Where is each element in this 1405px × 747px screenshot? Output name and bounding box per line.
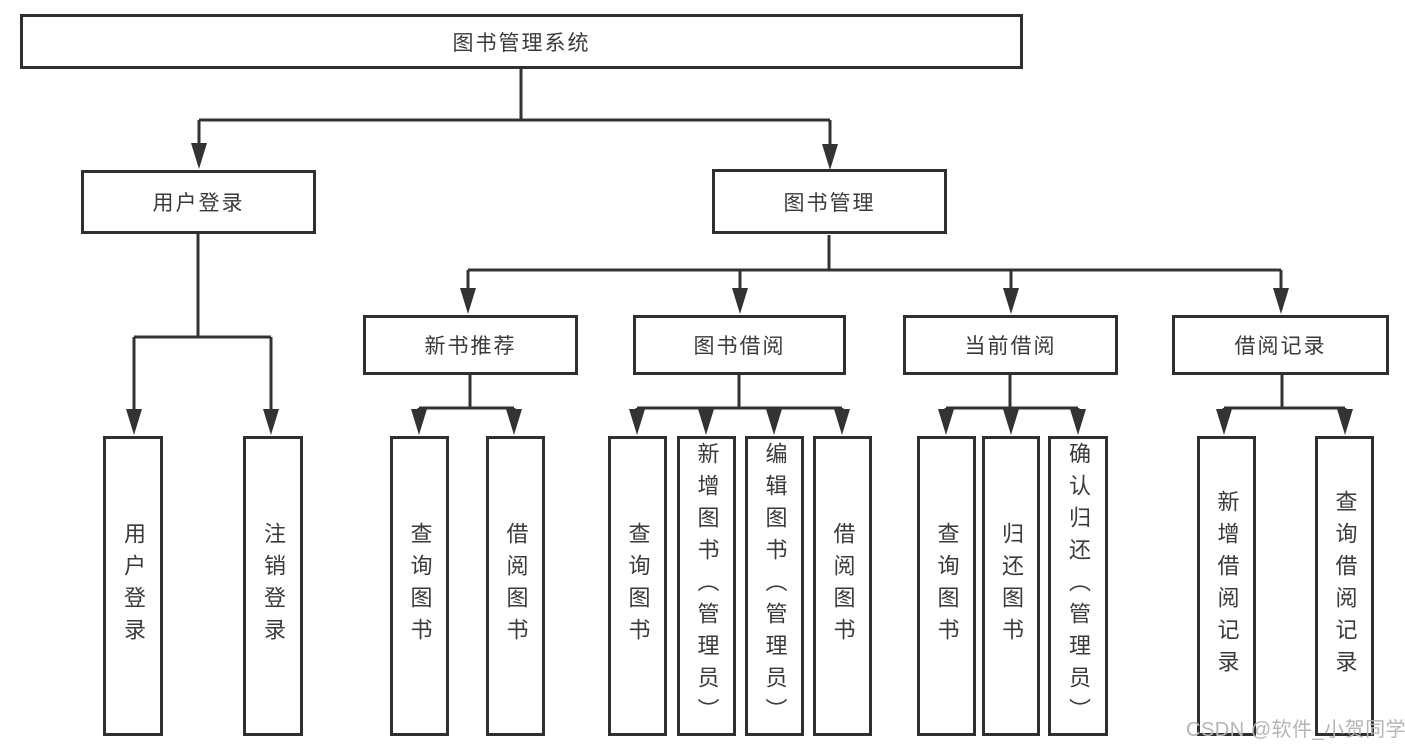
node-user-login-label: 用户登录 — [152, 192, 245, 215]
leaf-query-books-current: 查询图书 — [917, 436, 976, 736]
leaf-return-book: 归还图书 — [982, 436, 1040, 736]
node-root: 图书管理系统 — [20, 14, 1023, 69]
leaf-return-book-label: 归还图书 — [999, 522, 1024, 650]
leaf-query-borrow-record-label: 查询借阅记录 — [1332, 490, 1358, 682]
leaf-query-books-borrow-label: 查询图书 — [625, 522, 651, 650]
leaf-borrow-books-recommend-label: 借阅图书 — [503, 522, 529, 650]
csdn-watermark: CSDN @软件_小贺同学 — [1186, 719, 1405, 741]
leaf-logout-label: 注销登录 — [261, 522, 286, 650]
node-borrow-records: 借阅记录 — [1172, 315, 1389, 375]
leaf-user-login-label: 用户登录 — [121, 522, 146, 650]
leaf-confirm-return-admin-label: 确认归还（管理员） — [1066, 442, 1091, 730]
leaf-query-books-borrow: 查询图书 — [608, 436, 667, 736]
node-root-label: 图书管理系统 — [452, 31, 591, 55]
leaf-borrow-books-borrow: 借阅图书 — [813, 436, 872, 736]
leaf-add-borrow-record-label: 新增借阅记录 — [1214, 490, 1240, 682]
leaf-borrow-books-borrow-label: 借阅图书 — [830, 522, 856, 650]
node-new-book-recommend-label: 新书推荐 — [424, 335, 517, 358]
leaf-query-books-recommend: 查询图书 — [390, 436, 449, 736]
leaf-add-book-admin: 新增图书（管理员） — [677, 436, 736, 736]
leaf-query-borrow-record: 查询借阅记录 — [1315, 436, 1374, 736]
node-book-borrow: 图书借阅 — [633, 315, 846, 375]
leaf-borrow-books-recommend: 借阅图书 — [486, 436, 545, 736]
leaf-add-book-admin-label: 新增图书（管理员） — [694, 442, 720, 730]
leaf-confirm-return-admin: 确认归还（管理员） — [1048, 436, 1108, 736]
leaf-add-borrow-record: 新增借阅记录 — [1197, 436, 1256, 736]
leaf-user-login: 用户登录 — [103, 436, 163, 736]
node-book-management: 图书管理 — [712, 169, 947, 234]
arrowheads — [126, 143, 1353, 435]
leaf-edit-book-admin-label: 编辑图书（管理员） — [762, 442, 788, 730]
node-current-borrow-label: 当前借阅 — [964, 335, 1057, 358]
node-borrow-records-label: 借阅记录 — [1234, 335, 1327, 358]
node-current-borrow: 当前借阅 — [903, 315, 1118, 375]
node-new-book-recommend: 新书推荐 — [363, 315, 578, 375]
leaf-query-books-recommend-label: 查询图书 — [407, 522, 433, 650]
node-book-borrow-label: 图书借阅 — [693, 335, 786, 358]
node-book-management-label: 图书管理 — [783, 191, 876, 215]
leaf-edit-book-admin: 编辑图书（管理员） — [745, 436, 804, 736]
leaf-logout: 注销登录 — [243, 436, 303, 736]
node-user-login: 用户登录 — [81, 170, 316, 234]
leaf-query-books-current-label: 查询图书 — [934, 522, 960, 650]
